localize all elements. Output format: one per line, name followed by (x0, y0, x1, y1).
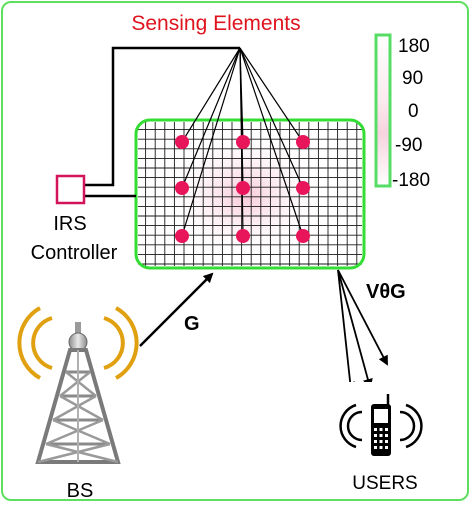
channel-arrow-user-2 (337, 269, 373, 389)
sensing-link-line (181, 47, 241, 143)
base-station-tower-icon (17, 306, 139, 464)
channel-label-vthetag: VθG (366, 281, 406, 303)
controller-link-top (84, 46, 240, 187)
sensing-element-dot (236, 181, 250, 195)
irs-controller-label-line2: Controller (31, 242, 118, 264)
sensing-element-dot (296, 181, 310, 195)
irs-surface (134, 118, 366, 270)
colorbar-tick-minus-90: -90 (395, 135, 422, 156)
sensing-element-dot (296, 229, 310, 243)
sensing-element-dot (296, 135, 310, 149)
channel-arrow-user-1 (337, 269, 356, 392)
sensing-link-line (181, 47, 241, 237)
sensing-element-dot (175, 229, 189, 243)
mobile-phone-icon (339, 382, 423, 462)
colorbar-tick-0: 0 (408, 101, 419, 122)
colorbar-tick-minus-180: -180 (392, 170, 430, 191)
sensing-element-dot (236, 135, 250, 149)
users-label: USERS (352, 473, 417, 494)
outer-frame (1, 1, 469, 501)
sensing-element-dot (236, 229, 250, 243)
sensing-elements (175, 135, 310, 243)
sensing-link-line (181, 47, 241, 189)
bs-label: BS (67, 480, 94, 502)
channel-arrow-user-3 (337, 269, 388, 366)
channel-arrow-bs-to-irs (139, 272, 214, 347)
colorbar-tick-180: 180 (398, 36, 430, 57)
sensing-link-line (239, 47, 304, 189)
irs-border (134, 118, 366, 270)
sensing-element-dot (175, 135, 189, 149)
sensing-element-dot (175, 181, 189, 195)
channel-label-g: G (184, 313, 200, 335)
colorbar-tick-90: 90 (402, 68, 423, 89)
phase-colorbar (374, 33, 392, 188)
sensing-links (181, 47, 304, 237)
irs-controller-box (55, 174, 86, 205)
irs-controller-label-line1: IRS (53, 213, 86, 235)
sensing-link-line (239, 47, 304, 237)
sensing-link-line (239, 47, 304, 143)
diagram-title: Sensing Elements (131, 12, 300, 35)
